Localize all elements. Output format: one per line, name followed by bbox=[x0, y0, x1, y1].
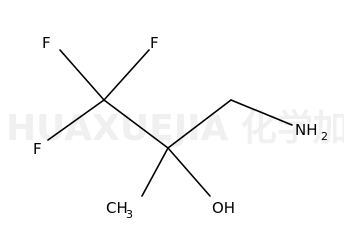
bond-c-f-left bbox=[47, 99, 105, 141]
bond-cf3-c-central bbox=[103, 99, 169, 149]
atom-oh: OH bbox=[212, 199, 235, 217]
bond-c-f-top-right bbox=[103, 49, 150, 101]
bond-c-central-ch2 bbox=[167, 99, 232, 149]
atom-f-top-right: F bbox=[150, 34, 159, 52]
bond-c-f-top-left bbox=[59, 49, 105, 101]
bond-c-central-oh bbox=[167, 147, 211, 197]
atom-nh2-subscript: 2 bbox=[321, 130, 328, 143]
bond-ch2-n bbox=[230, 99, 293, 126]
atom-f-top-left: F bbox=[42, 34, 51, 52]
atom-ch3-subscript: 3 bbox=[126, 208, 133, 221]
atom-nh2: NH bbox=[295, 121, 318, 139]
atom-ch3: CH bbox=[106, 199, 128, 217]
bond-c-central-ch3 bbox=[141, 147, 169, 197]
atom-f-left: F bbox=[33, 140, 42, 158]
